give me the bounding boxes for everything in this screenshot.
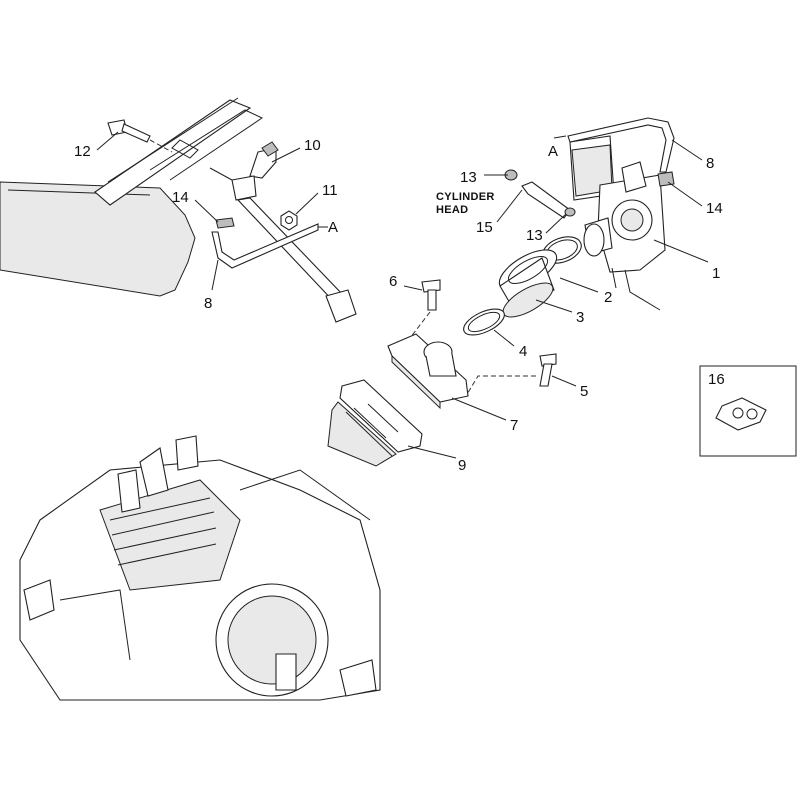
- reed-flange-7: [387, 333, 469, 410]
- callout-15: 15: [476, 219, 493, 236]
- fuel-valve-10: [209, 141, 357, 323]
- bolt-5: [465, 353, 557, 397]
- hose-15: [504, 169, 576, 219]
- callout-6: 6: [389, 273, 397, 290]
- fuel-hose-8-right: [553, 117, 675, 187]
- callout-8-left: 8: [204, 295, 212, 312]
- callout-16: 16: [708, 371, 725, 388]
- marker-a-left: A: [328, 219, 338, 236]
- bolt-6: [409, 279, 441, 339]
- callout-13-mid: 13: [526, 227, 543, 244]
- callout-9: 9: [458, 457, 466, 474]
- inset-box-16: [699, 365, 797, 457]
- callout-10: 10: [304, 137, 321, 154]
- bolt-12: [107, 119, 173, 153]
- callout-13-top: 13: [460, 169, 477, 186]
- callout-2: 2: [604, 289, 612, 306]
- callout-14-right: 14: [706, 200, 723, 217]
- nut-11: [280, 210, 298, 231]
- callout-7: 7: [510, 417, 518, 434]
- engine-block: [19, 435, 381, 701]
- callout-1: 1: [712, 265, 720, 282]
- carburetor-1: [569, 135, 666, 311]
- leader-lines: [96, 131, 709, 459]
- marker-a-right: A: [548, 143, 558, 160]
- callout-5: 5: [580, 383, 588, 400]
- callout-3: 3: [576, 309, 584, 326]
- callout-11: 11: [322, 182, 338, 199]
- intake-manifold-3: [498, 249, 558, 318]
- fuel-hose-8-left: [211, 217, 328, 269]
- caption-cylinder: CYLINDER: [436, 191, 495, 203]
- frame-tube: [0, 97, 264, 297]
- clamp-4: [463, 308, 505, 336]
- caption-head: HEAD: [436, 204, 468, 216]
- reed-valve-9: [327, 379, 423, 467]
- callout-8-top: 8: [706, 155, 714, 172]
- callout-12: 12: [74, 143, 91, 160]
- callout-14-left: 14: [172, 189, 189, 206]
- callout-4: 4: [519, 343, 527, 360]
